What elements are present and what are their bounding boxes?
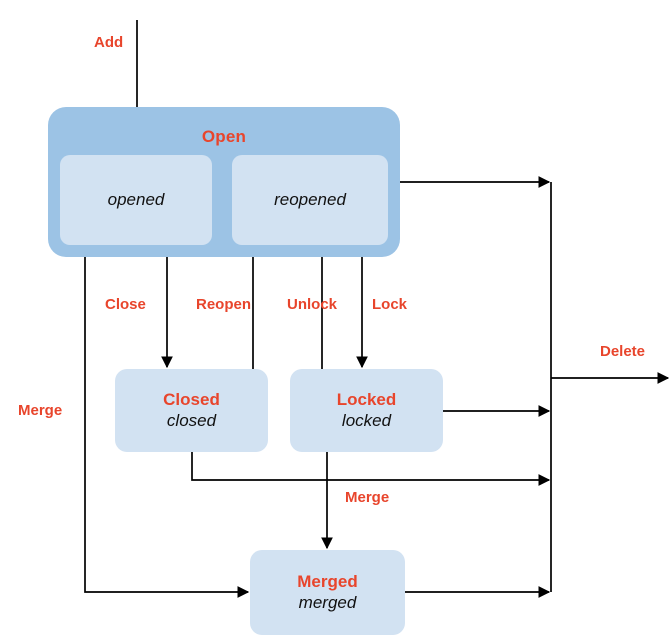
state-merged-name: Merged — [297, 571, 358, 591]
edge-delete-from-closed — [191, 452, 551, 486]
state-locked[interactable]: Locked locked — [290, 369, 443, 452]
state-opened[interactable]: opened — [60, 155, 212, 245]
state-closed[interactable]: Closed closed — [115, 369, 268, 452]
edge-merge-left — [84, 257, 250, 598]
state-locked-value: locked — [341, 410, 392, 430]
state-opened-value: opened — [107, 189, 165, 209]
state-merged-value: merged — [298, 592, 357, 612]
composite-state-open-label: Open — [201, 127, 247, 146]
edge-label-merge-center: Merge — [345, 489, 390, 506]
state-closed-name: Closed — [163, 389, 220, 409]
state-merged[interactable]: Merged merged — [250, 550, 405, 635]
edge-label-lock: Lock — [372, 296, 408, 313]
edge-label-add: Add — [94, 34, 124, 51]
edge-label-close: Close — [105, 296, 146, 313]
edge-label-merge-left: Merge — [18, 402, 63, 419]
state-locked-name: Locked — [336, 389, 397, 409]
state-reopened[interactable]: reopened — [232, 155, 388, 245]
edge-label-unlock: Unlock — [287, 296, 338, 313]
edge-label-delete: Delete — [600, 343, 646, 360]
edge-label-reopen: Reopen — [196, 296, 252, 313]
state-closed-value: closed — [166, 410, 217, 430]
state-reopened-value: reopened — [274, 189, 346, 209]
composite-state-open[interactable]: Open opened reopened — [48, 107, 400, 257]
